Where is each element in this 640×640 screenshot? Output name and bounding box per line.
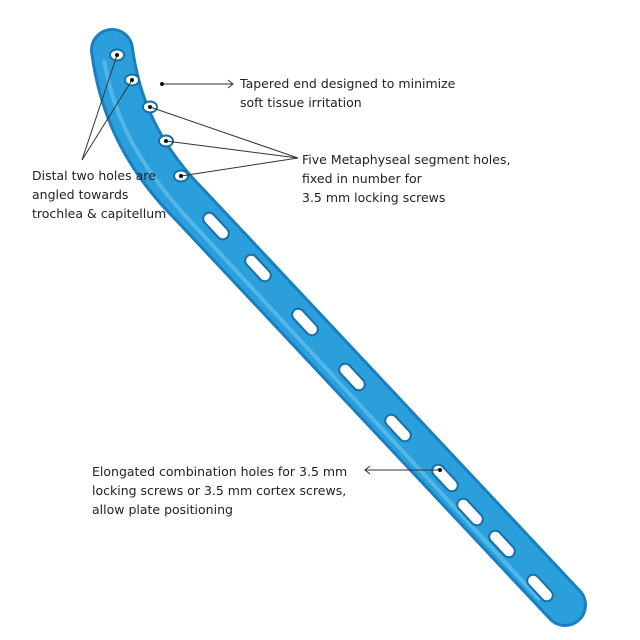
label-line: Tapered end designed to minimize bbox=[240, 76, 456, 91]
label-line: fixed in number for bbox=[302, 171, 422, 186]
label-line: Distal two holes are bbox=[32, 168, 156, 183]
locking-plate bbox=[93, 31, 584, 624]
label-line: locking screws or 3.5 mm cortex screws, bbox=[92, 483, 347, 498]
label-line: allow plate positioning bbox=[92, 502, 233, 517]
leader-lines bbox=[81, 54, 440, 475]
distal-holes-label: Distal two holes are angled towards troc… bbox=[32, 166, 166, 223]
label-line: trochlea & capitellum bbox=[32, 206, 167, 221]
label-line: soft tissue irritation bbox=[240, 95, 362, 110]
plate-highlight bbox=[102, 59, 542, 602]
round-locking-holes bbox=[109, 48, 189, 183]
elongated-holes-label: Elongated combination holes for 3.5 mm l… bbox=[92, 462, 347, 519]
tapered-end-label: Tapered end designed to minimize soft ti… bbox=[240, 74, 455, 112]
label-line: 3.5 mm locking screws bbox=[302, 190, 446, 205]
label-line: Elongated combination holes for 3.5 mm bbox=[92, 464, 348, 479]
label-line: Five Metaphyseal segment holes, bbox=[302, 152, 511, 167]
label-line: angled towards bbox=[32, 187, 129, 202]
metaphyseal-holes-label: Five Metaphyseal segment holes, fixed in… bbox=[302, 150, 510, 207]
